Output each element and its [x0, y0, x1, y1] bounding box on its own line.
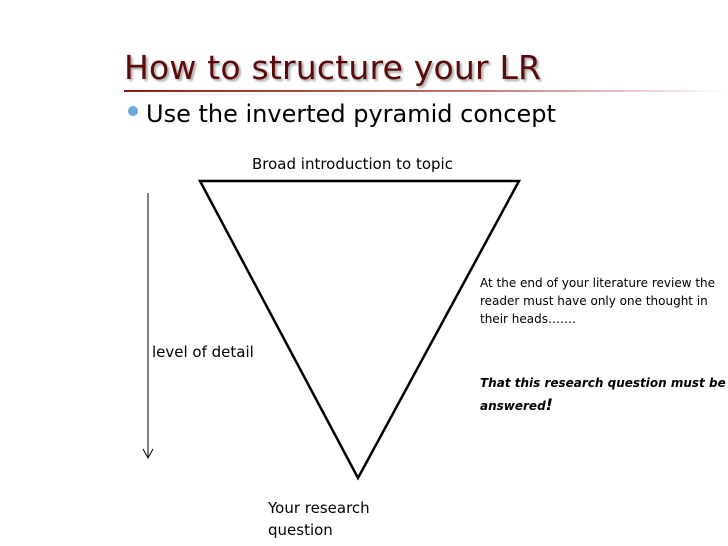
inverted-pyramid: [197, 179, 522, 481]
note-text: At the end of your literature review the…: [480, 276, 716, 326]
emphasis-text: That this research question must be answ…: [480, 376, 726, 413]
emphasis-mark: !: [545, 395, 553, 414]
bullet-item: Use the inverted pyramid concept: [128, 100, 556, 128]
top-label: Broad introduction to topic: [252, 155, 453, 173]
axis-label: level of detail: [152, 343, 254, 361]
detail-arrow-head: [142, 448, 154, 460]
slide-title: How to structure your LR: [124, 48, 542, 87]
emphasis-note: That this research question must be answ…: [480, 372, 728, 417]
bullet-text: Use the inverted pyramid concept: [146, 100, 556, 128]
bottom-label: Your research question: [268, 499, 370, 539]
title-divider: [124, 90, 728, 92]
bullet-icon: [128, 106, 138, 116]
